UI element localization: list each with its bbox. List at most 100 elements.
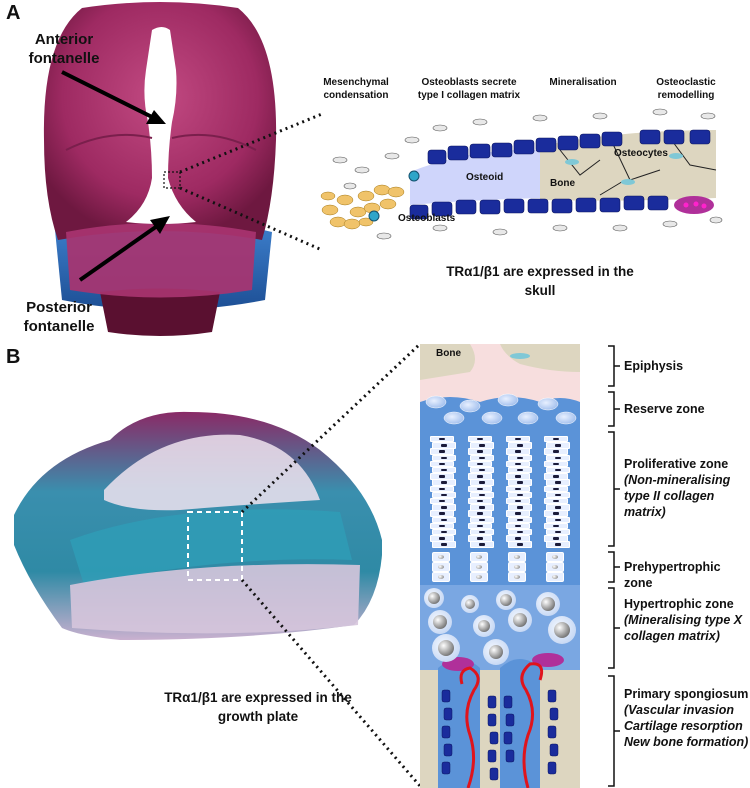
hypertrophic-chondrocyte (473, 615, 495, 637)
proliferative-chondrocyte (470, 442, 494, 449)
proliferative-chondrocyte (430, 510, 454, 517)
proliferative-chondrocyte (544, 473, 568, 480)
hypertrophic-chondrocyte (432, 634, 460, 662)
proliferative-chondrocyte (508, 479, 532, 486)
growth-plate-photo (14, 411, 382, 640)
proliferative-chondrocyte (544, 436, 568, 443)
proliferative-chondrocyte (546, 491, 570, 499)
proliferative-chondrocyte (468, 473, 492, 480)
proliferative-chondrocyte (468, 436, 492, 443)
proliferative-chondrocyte (508, 504, 532, 511)
proliferative-chondrocyte (432, 467, 456, 474)
proliferative-chondrocyte (508, 467, 532, 474)
prehypertrophic-chondrocyte (432, 572, 450, 582)
prehypertrophic-chondrocyte (470, 562, 488, 572)
skull-photo (30, 0, 288, 340)
stage-mineralisation: Mineralisation (549, 77, 617, 88)
proliferative-chondrocyte (432, 479, 456, 486)
ossification-schematic (320, 108, 723, 240)
prehypertrophic-chondrocyte (508, 572, 526, 582)
proliferative-chondrocyte (468, 510, 492, 517)
proliferative-chondrocyte (508, 529, 532, 536)
proliferative-chondrocyte (506, 460, 530, 468)
hypertrophic-chondrocyte (483, 639, 509, 665)
panel-b-letter: B (6, 346, 21, 368)
hypertrophic-chondrocyte (548, 616, 576, 644)
prehypertrophic-chondrocyte (470, 572, 488, 582)
proliferative-chondrocyte (546, 529, 570, 536)
proliferative-chondrocyte (546, 442, 570, 449)
prehypertrophic-chondrocyte (546, 552, 564, 562)
proliferative-chondrocyte (430, 485, 454, 492)
proliferative-chondrocyte (432, 516, 456, 523)
zone-epiphysis: Epiphysis (624, 359, 684, 373)
proliferative-chondrocyte (470, 467, 494, 474)
hypertrophic-chondrocyte (508, 608, 532, 632)
osteoid-label: Osteoid (466, 172, 504, 183)
osteocytes-label: Osteocytes (614, 148, 668, 159)
prehypertrophic-chondrocyte (508, 552, 526, 562)
hypertrophic-chondrocyte (536, 592, 560, 616)
proliferative-chondrocyte (432, 529, 456, 536)
hypertrophic-chondrocyte (496, 590, 516, 610)
proliferative-chondrocyte (470, 529, 494, 536)
proliferative-chondrocyte (468, 460, 492, 468)
proliferative-chondrocyte (544, 460, 568, 468)
proliferative-chondrocyte (468, 498, 492, 505)
proliferative-chondrocyte (508, 541, 532, 548)
proliferative-chondrocyte (470, 491, 494, 499)
proliferative-chondrocyte (432, 491, 456, 499)
proliferative-chondrocyte (544, 448, 568, 455)
proliferative-chondrocyte (432, 541, 456, 548)
prehypertrophic-chondrocyte (546, 572, 564, 582)
proliferative-chondrocyte (468, 535, 492, 542)
proliferative-chondrocyte (544, 498, 568, 505)
proliferative-chondrocyte (506, 510, 530, 517)
proliferative-chondrocyte (546, 541, 570, 548)
proliferative-chondrocyte (468, 448, 492, 455)
proliferative-chondrocyte (470, 541, 494, 548)
bone-label: Bone (550, 178, 575, 189)
osteoblasts-label: Osteoblasts (398, 213, 456, 224)
proliferative-chondrocyte (470, 479, 494, 486)
proliferative-chondrocyte (468, 485, 492, 492)
hypertrophic-chondrocyte (461, 595, 479, 613)
proliferative-chondrocyte (506, 436, 530, 443)
proliferative-chondrocyte (432, 504, 456, 511)
proliferative-chondrocyte (430, 522, 454, 530)
proliferative-chondrocyte (470, 454, 494, 461)
prehypertrophic-chondrocyte (470, 552, 488, 562)
proliferative-chondrocyte (546, 479, 570, 486)
proliferative-chondrocyte (506, 473, 530, 480)
hypertrophic-chondrocyte (424, 588, 444, 608)
zone-reserve: Reserve zone (624, 402, 705, 416)
hypertrophic-chondrocyte (428, 610, 452, 634)
proliferative-chondrocyte (546, 467, 570, 474)
proliferative-chondrocyte (468, 522, 492, 530)
proliferative-chondrocyte (544, 485, 568, 492)
proliferative-chondrocyte (508, 516, 532, 523)
proliferative-chondrocyte (430, 535, 454, 542)
prehypertrophic-chondrocyte (546, 562, 564, 572)
proliferative-chondrocyte (432, 454, 456, 461)
proliferative-chondrocyte (430, 460, 454, 468)
proliferative-chondrocyte (508, 491, 532, 499)
proliferative-chondrocyte (546, 454, 570, 461)
prehypertrophic-chondrocyte (432, 552, 450, 562)
zone-proliferative: Proliferative zone (Non-mineralising typ… (624, 457, 731, 519)
zone-primary-spongiosum: Primary spongiosum (Vascular invasion Ca… (624, 687, 749, 749)
prehypertrophic-chondrocyte (508, 562, 526, 572)
proliferative-chondrocyte (506, 498, 530, 505)
proliferative-chondrocyte (546, 516, 570, 523)
panel-a-letter: A (6, 2, 21, 24)
proliferative-chondrocyte (506, 522, 530, 530)
proliferative-chondrocyte (430, 448, 454, 455)
proliferative-chondrocyte (470, 504, 494, 511)
